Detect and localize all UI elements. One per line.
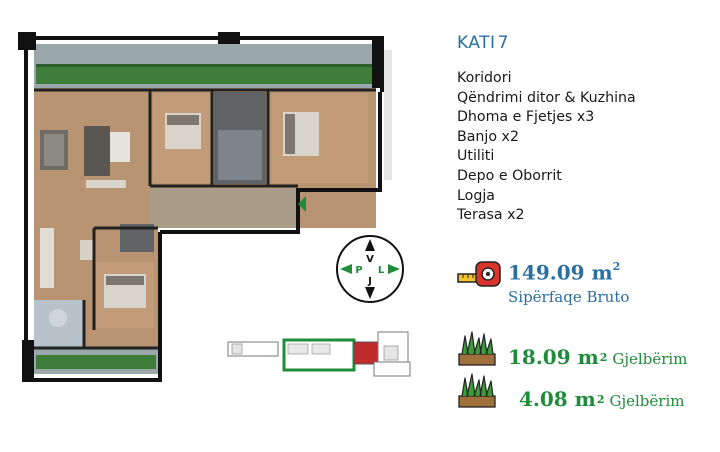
green-area-2-unit: 2 bbox=[596, 393, 605, 406]
room-item: Dhoma e Fjetjes x3 bbox=[457, 109, 595, 126]
entrance-arrow-icon bbox=[298, 196, 306, 212]
gross-area-unit: 2 bbox=[612, 260, 621, 273]
kitchen-counter bbox=[40, 228, 54, 288]
measuring-tape-icon bbox=[457, 261, 501, 287]
gross-area: 149.09 m2 Sipërfaqe Bruto bbox=[508, 258, 629, 306]
compass-west: P bbox=[355, 265, 362, 276]
room-item: Depo e Oborrit bbox=[457, 167, 562, 184]
compass-north: V bbox=[366, 254, 374, 265]
floor-number: 7 bbox=[497, 33, 509, 53]
floor-plan bbox=[18, 32, 392, 382]
room-item: Qëndrimi ditor & Kuzhina bbox=[457, 89, 636, 106]
room-item: Logja bbox=[457, 187, 495, 204]
gross-area-value: 149.09 m bbox=[508, 260, 613, 285]
green-area-1-value: 18.09 m bbox=[508, 345, 599, 369]
green-area-1-unit: 2 bbox=[599, 351, 608, 364]
room-item: Banjo x2 bbox=[457, 128, 519, 145]
gross-area-label: Sipërfaqe Bruto bbox=[508, 287, 630, 306]
sofa bbox=[84, 126, 110, 176]
room-item: Terasa x2 bbox=[457, 207, 525, 224]
compass-east: L bbox=[378, 265, 385, 276]
floor-label: KATI bbox=[457, 33, 496, 53]
compass-icon: V L J P bbox=[336, 235, 404, 303]
room-item: Utiliti bbox=[457, 148, 495, 165]
building-location-icon bbox=[227, 331, 411, 377]
compass-south: J bbox=[367, 276, 372, 287]
grass-icon bbox=[458, 373, 496, 408]
green-area-1-label: Gjelbërim bbox=[612, 350, 688, 368]
grass-icon bbox=[458, 331, 496, 366]
green-area-2-label: Gjelbërim bbox=[609, 392, 685, 410]
room-item: Koridori bbox=[457, 70, 512, 86]
green-area-2-value: 4.08 m bbox=[519, 387, 596, 411]
rooms-list: Koridori Qëndrimi ditor & Kuzhina Dhoma … bbox=[457, 69, 636, 226]
